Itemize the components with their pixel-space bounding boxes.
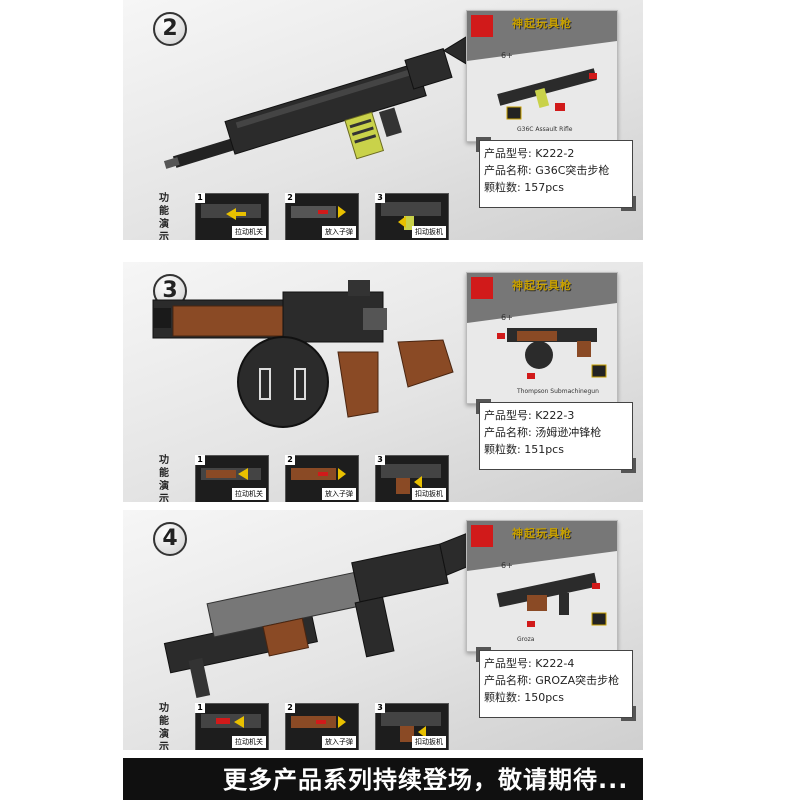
product-model: 产品型号: K222-4: [484, 657, 575, 670]
demo-step-pull: 1 拉动机关: [195, 193, 269, 240]
footer-text: 更多产品系列持续登场，敬请期待...: [223, 766, 629, 794]
product-name: 产品名称: 汤姆逊冲锋枪: [484, 426, 602, 439]
box-caption: G36C Assault Rifle: [517, 126, 573, 133]
step-number: 3: [375, 703, 385, 713]
age-rating: 6+: [501, 51, 513, 60]
box-caption: Thompson Submachinegun: [517, 388, 599, 395]
g36c-rifle-image: [163, 12, 530, 169]
product-name: 产品名称: G36C突击步枪: [484, 164, 610, 177]
demo-step-trigger: 3 扣动扳机: [375, 193, 449, 240]
demo-step-load: 2 放入子弹: [285, 193, 359, 240]
step-caption: 拉动机关: [232, 736, 266, 748]
step-number: 2: [285, 703, 295, 713]
function-demo-label: 功能演示: [159, 703, 169, 750]
demo-step-pull: 1 拉动机关: [195, 703, 269, 750]
step-number: 1: [195, 703, 205, 713]
step-caption: 放入子弹: [322, 736, 356, 748]
product-model: 产品型号: K222-2: [484, 147, 575, 160]
step-caption: 扣动扳机: [412, 736, 446, 748]
piece-count: 颗粒数: 150pcs: [484, 691, 564, 704]
spec-card: 产品型号: K222-2 产品名称: G36C突击步枪 颗粒数: 157pcs: [476, 137, 636, 211]
function-demo-label: 功能演示: [159, 193, 169, 240]
product-box-thompson: 神起玩具枪 6+ Thompson Submachinegun: [466, 272, 618, 404]
piece-count: 颗粒数: 151pcs: [484, 443, 564, 456]
step-caption: 扣动扳机: [412, 488, 446, 500]
age-rating: 6+: [501, 561, 513, 570]
demo-step-pull: 1 拉动机关: [195, 455, 269, 502]
age-rating: 6+: [501, 313, 513, 322]
demo-step-trigger: 3 扣动扳机: [375, 455, 449, 502]
product-name: 产品名称: GROZA突击步枪: [484, 674, 620, 687]
step-number: 2: [285, 455, 295, 465]
box-title: 神起玩具枪: [512, 17, 572, 30]
product-panel-thompson: 3 神起玩具枪 6+ Thompson Submachinegun: [123, 262, 643, 502]
function-demo-label: 功能演示: [159, 455, 169, 502]
demo-step-load: 2 放入子弹: [285, 703, 359, 750]
step-caption: 放入子弹: [322, 226, 356, 238]
product-number-badge: 4: [153, 522, 187, 556]
product-box-groza: 神起玩具枪 6+ Groza: [466, 520, 618, 652]
step-caption: 拉动机关: [232, 226, 266, 238]
box-caption: Groza: [517, 636, 535, 643]
thompson-smg-image: [152, 280, 454, 428]
step-number: 1: [195, 193, 205, 203]
demo-step-trigger: 3 扣动扳机: [375, 703, 449, 750]
product-box-g36c: 神起玩具枪 6+ G36C Assault Rifle: [466, 10, 618, 142]
box-title: 神起玩具枪: [512, 527, 572, 540]
product-number-badge: 2: [153, 12, 187, 46]
product-panel-groza: 4 神起玩具枪 6+ Groza 产品型号: K222-4 产品名: [123, 510, 643, 750]
spec-card: 产品型号: K222-4 产品名称: GROZA突击步枪 颗粒数: 150pcs: [476, 647, 636, 721]
step-caption: 放入子弹: [322, 488, 356, 500]
spec-card: 产品型号: K222-3 产品名称: 汤姆逊冲锋枪 颗粒数: 151pcs: [476, 399, 636, 473]
step-caption: 扣动扳机: [412, 226, 446, 238]
step-number: 1: [195, 455, 205, 465]
demo-step-load: 2 放入子弹: [285, 455, 359, 502]
footer-banner: 更多产品系列持续登场，敬请期待...: [123, 758, 643, 800]
product-model: 产品型号: K222-3: [484, 409, 575, 422]
step-caption: 拉动机关: [232, 488, 266, 500]
step-number: 2: [285, 193, 295, 203]
piece-count: 颗粒数: 157pcs: [484, 181, 564, 194]
step-number: 3: [375, 455, 385, 465]
product-panel-g36c: 2 神起玩具枪 6+ G36C Assault Ri: [123, 0, 643, 240]
box-title: 神起玩具枪: [512, 279, 572, 292]
step-number: 3: [375, 193, 385, 203]
